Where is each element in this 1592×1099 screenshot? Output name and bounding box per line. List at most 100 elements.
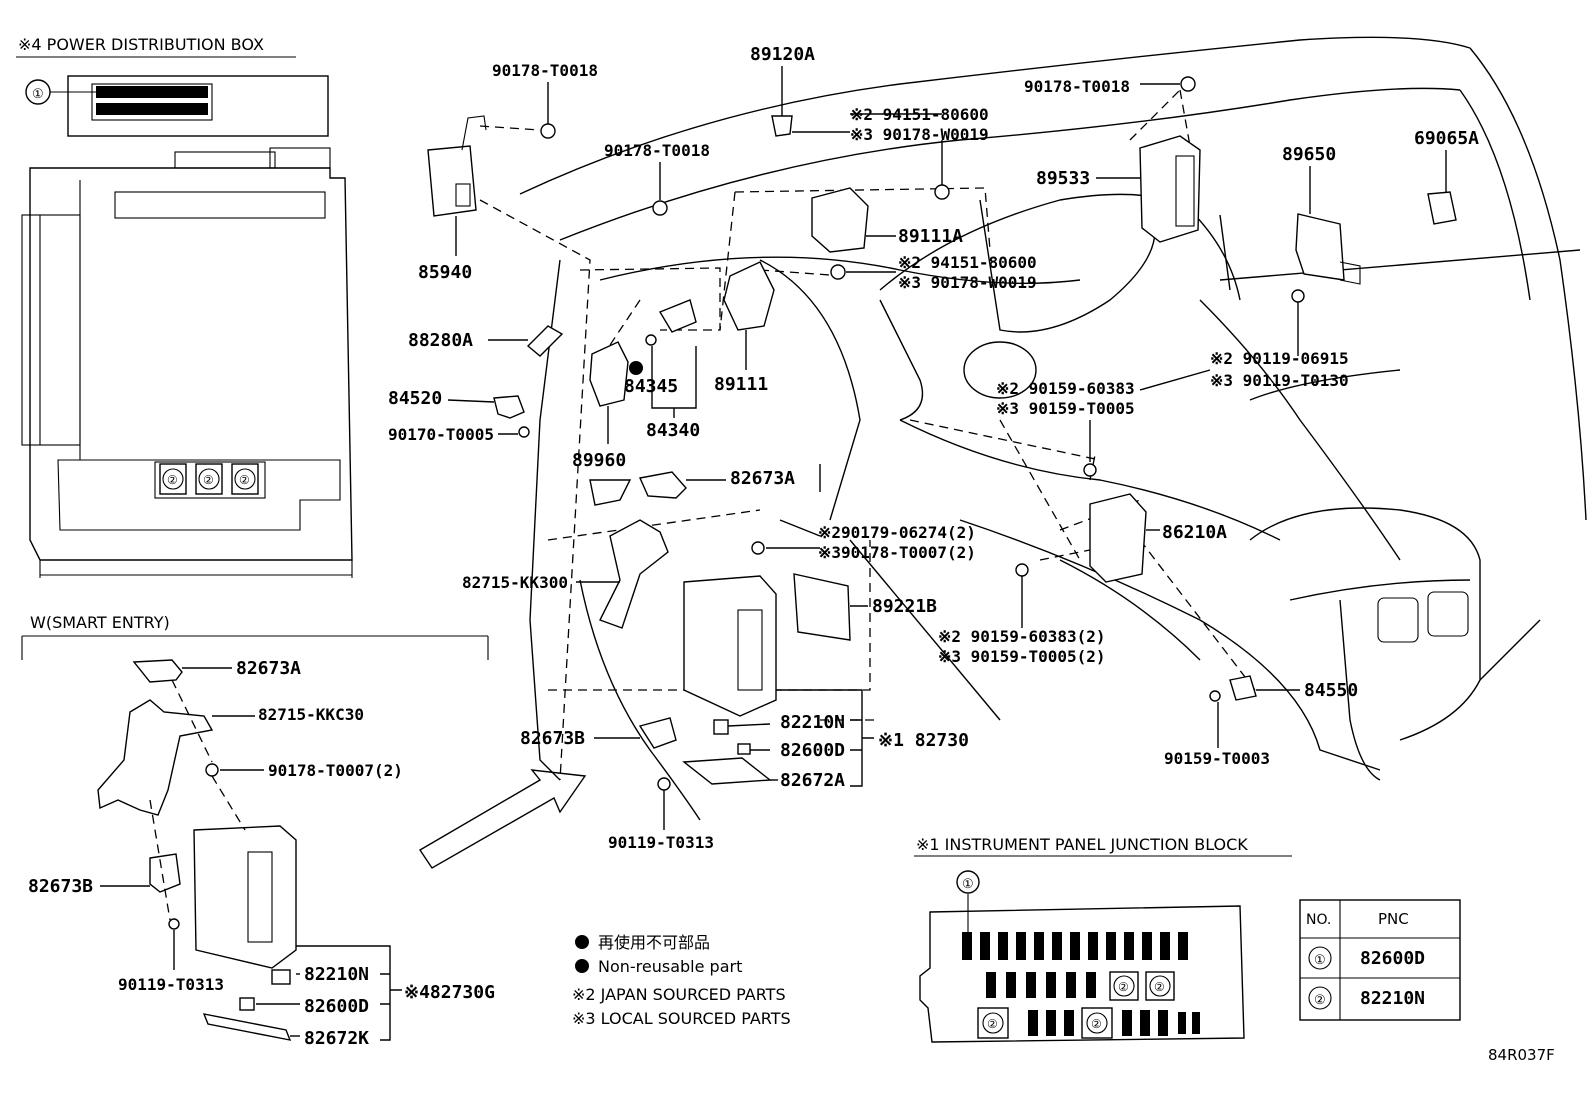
component-drawings [427, 76, 1457, 791]
label-se-82672k: 82672K [304, 1028, 369, 1049]
pnc-table-frame [1299, 899, 1461, 1021]
part-82210n-relay [713, 719, 729, 735]
label-86210a: 86210A [1162, 522, 1227, 543]
pnc-header-no: NO. [1306, 912, 1331, 928]
part-89533-module [1139, 135, 1201, 243]
nut-90178-t0018-a [540, 123, 556, 139]
label-84520: 84520 [388, 388, 442, 409]
label-90178-w0019-b: ※3 90178-W0019 [898, 273, 1037, 292]
label-90119-t0130: ※3 90119-T0130 [1210, 371, 1349, 390]
legend-dot-jp [575, 935, 589, 949]
label-82600d: 82600D [780, 740, 845, 761]
label-90159-t0005-2: ※3 90159-T0005(2) [938, 647, 1106, 666]
smart-entry-relay [271, 969, 291, 985]
smart-entry-nut [205, 763, 219, 777]
nut-90178-t0018-b [652, 200, 668, 216]
label-89533: 89533 [1036, 168, 1090, 189]
pnc-row-2-no: ② [1314, 993, 1326, 1008]
power-box-top-tab-2 [269, 147, 331, 169]
label-69065a: 69065A [1414, 128, 1479, 149]
bolt-90159-t0003 [1209, 690, 1221, 702]
smart-entry-fuse [239, 997, 255, 1011]
power-box-relay-area [154, 461, 266, 499]
direction-arrow [419, 769, 587, 869]
legend-japan-sourced: ※2 JAPAN SOURCED PARTS [572, 985, 786, 1004]
label-se-82673a: 82673A [236, 658, 301, 679]
power-box-top-tab [174, 151, 276, 169]
label-89650: 89650 [1282, 144, 1336, 165]
part-84345-switch [658, 299, 697, 333]
label-89221b: 89221B [872, 596, 937, 617]
label-se-82715-kkc30: 82715-KKC30 [258, 705, 364, 724]
label-90179-06274: ※290179-06274(2) [818, 523, 976, 542]
nut-90179-06274 [751, 541, 765, 555]
label-90159-60383-2: ※2 90159-60383(2) [938, 627, 1106, 646]
label-82715-kk300: 82715-KK300 [462, 573, 568, 592]
legend: 再使用不可部品 Non-reusable part ※2 JAPAN SOURC… [572, 933, 791, 1028]
junction-block-title: ※1 INSTRUMENT PANEL JUNCTION BLOCK [916, 835, 1248, 854]
legend-non-reusable-jp: 再使用不可部品 [598, 933, 710, 952]
svg-text:②: ② [239, 473, 250, 487]
nut-90178-w0019-b [830, 264, 846, 280]
legend-dot-en [575, 959, 589, 973]
pnc-row-1-no: ① [1314, 953, 1326, 968]
legend-local-sourced: ※3 LOCAL SOURCED PARTS [572, 1009, 791, 1028]
smart-entry-title: W(SMART ENTRY) [30, 613, 170, 632]
callout-number-1: ① [32, 87, 44, 102]
dashboard-outline [519, 36, 1587, 821]
part-82715-kk300-bracket [599, 519, 669, 629]
pnc-row-2-pnc: 82210N [1360, 988, 1425, 1009]
power-box-title: ※4 POWER DISTRIBUTION BOX [18, 35, 264, 54]
label-90178-t0018-b: 90178-T0018 [604, 141, 710, 160]
bolt-90119-06915 [1291, 289, 1305, 303]
label-89960: 89960 [572, 450, 626, 471]
part-89221b-module [793, 573, 851, 641]
bolt-90119-t0313 [657, 777, 671, 791]
part-82673a-clip [639, 471, 687, 499]
part-labels: 90178-T0018 89120A 90178-T0018 ※2 94151-… [28, 44, 1479, 1049]
label-se-90119-t0313: 90119-T0313 [118, 975, 224, 994]
svg-text:②: ② [1091, 1017, 1102, 1031]
label-84550: 84550 [1304, 680, 1358, 701]
part-89120a-clip [771, 115, 793, 137]
legend-non-reusable-en: Non-reusable part [598, 957, 742, 976]
smart-entry-clip-82673a [132, 659, 183, 683]
label-90178-t0018-c: 90178-T0018 [1024, 77, 1130, 96]
label-se-82210n: 82210N [304, 964, 369, 985]
label-85940: 85940 [418, 262, 472, 283]
label-84345: 84345 [624, 376, 678, 397]
label-88280a: 88280A [408, 330, 473, 351]
power-box-body [29, 167, 353, 561]
svg-text:②: ② [1154, 980, 1165, 994]
smart-entry-clip-82673b [149, 853, 181, 893]
part-88280a-relay [526, 325, 564, 357]
part-82672a-cover [682, 757, 772, 785]
power-box-fuse-rows [96, 86, 208, 115]
label-se-82730g: ※482730G [404, 982, 495, 1003]
pnc-table: NO. PNC ① 82600D ② 82210N [1299, 899, 1461, 1021]
label-se-82600d: 82600D [304, 996, 369, 1017]
bolt-90159-60383-2 [1015, 563, 1029, 577]
svg-text:②: ② [167, 473, 178, 487]
label-90159-t0005: ※3 90159-T0005 [996, 399, 1135, 418]
smart-entry-bolt [168, 918, 180, 930]
label-82673b: 82673B [520, 728, 585, 749]
part-89111-sensor [723, 261, 775, 331]
label-90178-t0007: ※390178-T0007(2) [818, 543, 976, 562]
label-94151-80600-a: ※2 94151-80600 [850, 105, 989, 124]
part-82600d-fuse [737, 743, 751, 755]
part-85940-relay [427, 145, 477, 217]
part-84550-switch [1229, 675, 1257, 701]
label-84340: 84340 [646, 420, 700, 441]
smart-entry-cover [202, 1013, 292, 1041]
figure-code: 84R037F [1488, 1046, 1555, 1064]
part-82730-junction-block [683, 575, 777, 717]
label-89111a: 89111A [898, 226, 963, 247]
power-distribution-box-panel: ※4 POWER DISTRIBUTION BOX [16, 35, 353, 578]
bolt-90170-t0005 [518, 426, 530, 438]
label-90170-t0005: 90170-T0005 [388, 425, 494, 444]
pnc-header-pnc: PNC [1378, 910, 1409, 928]
part-84520-sensor [493, 395, 525, 419]
label-94151-80600-b: ※2 94151-80600 [898, 253, 1037, 272]
label-82672a: 82672A [780, 770, 845, 791]
